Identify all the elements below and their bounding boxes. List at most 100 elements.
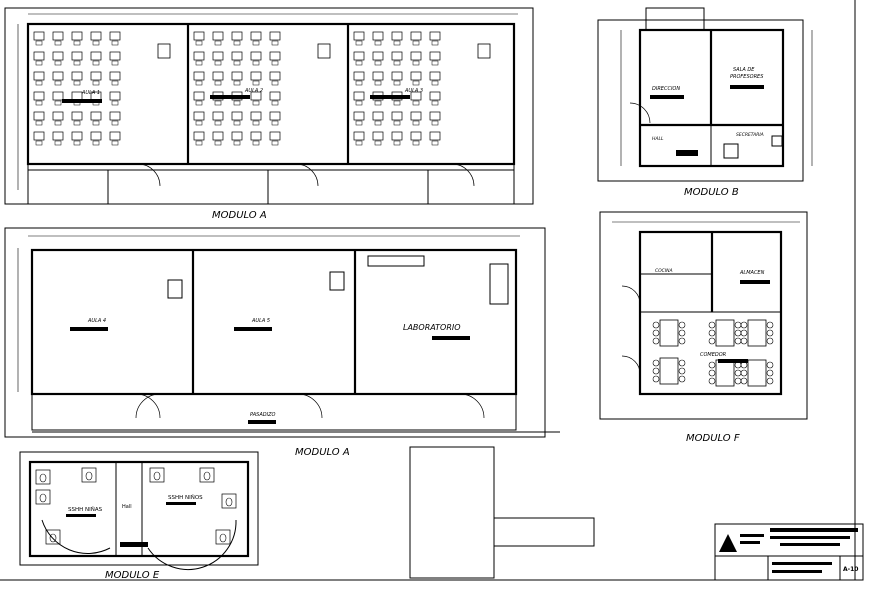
student-chair xyxy=(393,120,401,126)
student-chair xyxy=(393,40,401,46)
toilet-stall xyxy=(35,489,51,505)
modulo-b-frame xyxy=(597,19,804,182)
pasadizo-strip xyxy=(31,393,517,431)
desk-grid-modulo-a xyxy=(33,31,491,146)
student-desk xyxy=(410,71,422,81)
modulo-f-title: MODULO F xyxy=(686,433,740,444)
student-desk xyxy=(212,31,224,41)
student-desk xyxy=(71,51,83,61)
student-chair xyxy=(252,100,260,106)
student-chair xyxy=(412,100,420,106)
student-desk xyxy=(353,131,365,141)
door-swing xyxy=(135,393,161,419)
student-chair xyxy=(252,80,260,86)
student-chair xyxy=(374,100,382,106)
student-chair xyxy=(111,100,119,106)
student-chair xyxy=(252,120,260,126)
student-chair xyxy=(355,40,363,46)
student-chair xyxy=(54,40,62,46)
student-chair xyxy=(374,40,382,46)
student-chair xyxy=(374,140,382,146)
student-chair xyxy=(73,140,81,146)
student-desk xyxy=(353,111,365,121)
student-desk xyxy=(231,51,243,61)
student-chair xyxy=(35,80,43,86)
chair xyxy=(766,377,774,385)
teacher-desk xyxy=(157,43,171,59)
student-desk xyxy=(52,111,64,121)
student-desk xyxy=(269,71,281,81)
toilet-stall xyxy=(199,467,215,483)
student-chair xyxy=(271,60,279,66)
toilet-symbol xyxy=(85,471,93,481)
room-label-direccion: DIRECCION xyxy=(652,86,680,92)
student-chair xyxy=(111,140,119,146)
title-block-text-block xyxy=(740,541,760,544)
chair xyxy=(740,337,748,345)
student-desk xyxy=(33,31,45,41)
student-desk xyxy=(410,131,422,141)
student-desk xyxy=(391,31,403,41)
chair xyxy=(766,337,774,345)
title-block-frame xyxy=(714,523,864,581)
modulo-b-plan: DIRECCION SALA DE PROFESORES SECRETARIA … xyxy=(597,7,813,198)
student-chair xyxy=(214,40,222,46)
student-desk xyxy=(71,91,83,101)
chair xyxy=(708,321,716,329)
corridor-strip xyxy=(27,163,515,205)
room-label-almacen: ALMACEN xyxy=(739,270,765,276)
chair xyxy=(708,329,716,337)
student-desk xyxy=(33,71,45,81)
door-swing xyxy=(459,393,485,419)
dining-table xyxy=(715,319,735,347)
chair xyxy=(678,321,686,329)
student-desk xyxy=(52,71,64,81)
student-chair xyxy=(35,40,43,46)
toilet-symbol xyxy=(225,497,233,507)
student-chair xyxy=(252,60,260,66)
student-desk xyxy=(231,71,243,81)
toilet-symbol xyxy=(39,473,47,483)
chair xyxy=(652,375,660,383)
chair xyxy=(708,361,716,369)
student-chair xyxy=(73,60,81,66)
student-desk xyxy=(231,111,243,121)
student-desk xyxy=(391,111,403,121)
modulo-b-stair-box xyxy=(645,7,705,31)
toilet-stalls-modulo-e xyxy=(35,467,237,545)
student-chair xyxy=(412,60,420,66)
door-swing xyxy=(135,393,161,419)
student-desk xyxy=(269,31,281,41)
student-desk xyxy=(71,131,83,141)
student-chair xyxy=(355,80,363,86)
student-desk xyxy=(429,31,441,41)
modulo-b-title: MODULO B xyxy=(684,187,739,198)
chair xyxy=(734,321,742,329)
student-desk xyxy=(193,51,205,61)
student-chair xyxy=(431,100,439,106)
chair xyxy=(766,329,774,337)
toilet-symbol xyxy=(153,471,161,481)
area-label-block xyxy=(676,150,698,156)
chair xyxy=(652,321,660,329)
site-outline-annex xyxy=(493,517,595,547)
modulo-e-walls xyxy=(28,460,250,558)
student-chair xyxy=(35,100,43,106)
student-chair xyxy=(92,120,100,126)
student-desk xyxy=(429,51,441,61)
area-label-block xyxy=(70,327,108,331)
student-desk xyxy=(193,91,205,101)
dining-table xyxy=(659,319,679,347)
chair xyxy=(678,359,686,367)
modulo-a-top-plan: AULA 1 AULA 2 AULA 3 MODULO A xyxy=(4,7,534,221)
student-desk xyxy=(193,131,205,141)
student-chair xyxy=(195,60,203,66)
chair xyxy=(678,375,686,383)
lab-counter-symbol xyxy=(489,263,509,305)
chair xyxy=(652,359,660,367)
student-chair xyxy=(412,120,420,126)
toilet-symbol xyxy=(49,533,57,543)
chair xyxy=(766,369,774,377)
student-desk xyxy=(250,91,262,101)
chair xyxy=(708,337,716,345)
